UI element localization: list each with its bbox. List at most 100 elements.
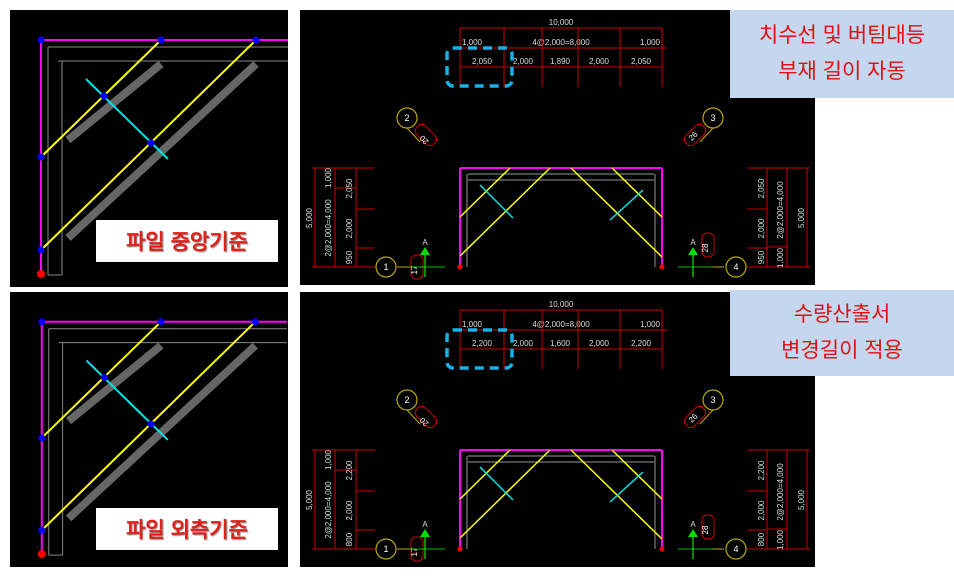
dimension-text: 1,000 xyxy=(776,529,785,550)
note-auto-length: 치수선 및 버팀대등 부재 길이 자동 xyxy=(730,10,954,98)
cad-frame-top: 10,000 1,000 4@2,000=8,000 1,000 2,050 2,000 1… xyxy=(300,10,815,285)
member-tag xyxy=(701,232,715,258)
node-circle xyxy=(725,538,747,560)
node-circle xyxy=(725,256,747,278)
dimension-text: 800 xyxy=(757,532,766,546)
dimension-text: 2@2,000=4,000 xyxy=(776,181,785,239)
node-circle xyxy=(375,256,397,278)
node-point xyxy=(100,92,108,100)
dimension-text: 2@2,000=4,000 xyxy=(324,199,333,257)
dimension-text: 2,000 xyxy=(345,500,354,521)
dimension-text: A xyxy=(422,520,428,529)
base-point xyxy=(457,546,463,552)
dimension-text: 10,000 xyxy=(549,18,574,27)
note-line: 부재 길이 자동 xyxy=(778,60,906,83)
dimension-text: 17 xyxy=(410,265,419,274)
node-point xyxy=(37,36,45,44)
bracing-line xyxy=(479,184,514,219)
dimension-text: 10,000 xyxy=(549,300,574,309)
dimension-text: 1,000 xyxy=(640,320,661,329)
strut-line xyxy=(459,167,511,218)
bracing-line xyxy=(85,359,169,441)
node-circle xyxy=(702,389,724,411)
member-tag xyxy=(683,123,707,147)
dimension-text: 2,200 xyxy=(631,339,652,348)
dimension-text: 5,000 xyxy=(305,489,314,510)
node-circle xyxy=(396,389,418,411)
member-tag xyxy=(414,123,438,147)
dimension-text: 4@2,000=8,000 xyxy=(532,38,590,47)
base-point xyxy=(457,264,463,270)
corner-detail-drawing xyxy=(37,318,287,559)
dimension-text: 17 xyxy=(410,547,419,556)
dimension-text: A xyxy=(690,520,696,529)
dimension-text: 1 xyxy=(383,544,388,554)
strut-body xyxy=(65,342,258,522)
bracing-line xyxy=(609,471,644,503)
leader-line xyxy=(406,409,421,425)
section-arrow-icon xyxy=(420,247,430,255)
note-quantity-sheet: 수량산출서 변경길이 적용 xyxy=(730,290,954,376)
node-circle xyxy=(375,538,397,560)
dimension-text: 2,000 xyxy=(345,218,354,239)
frame-drawing: 10,000 1,000 4@2,000=8,000 1,000 2,050 2,000 1… xyxy=(305,18,810,280)
dimension-text: 1,000 xyxy=(324,449,333,470)
dimension-text: 1,890 xyxy=(550,57,571,66)
dimension-text: 2,000 xyxy=(513,339,534,348)
label-pile-center: 파일 중앙기준 xyxy=(96,220,278,262)
bracing-line xyxy=(609,189,644,221)
section-arrow-icon xyxy=(688,247,698,255)
strut-line xyxy=(459,449,551,539)
leader-line xyxy=(699,409,714,425)
node-point xyxy=(100,373,108,381)
strut-line xyxy=(459,449,511,500)
strut-line xyxy=(41,321,162,439)
node-point xyxy=(38,318,46,326)
node-circle xyxy=(396,107,418,129)
base-point xyxy=(37,550,46,559)
strut-line xyxy=(570,167,663,258)
node-point xyxy=(157,36,165,44)
section-arrow-icon xyxy=(420,529,430,537)
dimension-text: A xyxy=(690,238,696,247)
frame-drawing: 10,000 1,000 4@2,000=8,000 1,000 2,200 2,000 1… xyxy=(305,300,810,562)
leader-line xyxy=(406,127,421,143)
node-point xyxy=(38,434,46,442)
note-line: 수량산출서 xyxy=(793,303,891,326)
bracing-line xyxy=(85,78,169,160)
strut-line xyxy=(459,167,551,257)
base-point xyxy=(37,270,45,278)
dimension-text: 2,200 xyxy=(757,460,766,481)
strut-line xyxy=(570,449,663,540)
note-line: 변경길이 적용 xyxy=(781,339,903,362)
member-tag xyxy=(414,405,438,429)
label-pile-outer: 파일 외측기준 xyxy=(96,508,278,550)
dimension-text: 1,600 xyxy=(550,339,571,348)
dimension-text: 2,200 xyxy=(345,460,354,481)
dimension-text: 2,000 xyxy=(589,57,610,66)
highlight-box xyxy=(445,328,514,370)
dimension-text: 2,000 xyxy=(757,218,766,239)
node-point xyxy=(38,526,46,534)
dimension-text: 1,000 xyxy=(776,247,785,268)
node-point xyxy=(37,246,45,254)
dimension-text: 5,000 xyxy=(797,489,806,510)
dimension-text: 1 xyxy=(383,262,388,272)
node-point xyxy=(147,139,155,147)
strut-line xyxy=(611,449,663,500)
dimension-text: 4@2,000=8,000 xyxy=(532,320,590,329)
dimension-text: 28 xyxy=(701,243,710,252)
dimension-text: 3 xyxy=(710,113,715,123)
dimension-text: 5,000 xyxy=(797,207,806,228)
dimension-text: 2,050 xyxy=(631,57,652,66)
dimension-text: 2,000 xyxy=(757,500,766,521)
base-point xyxy=(659,546,665,552)
node-point xyxy=(37,153,45,161)
dimension-text: 2@2,000=4,000 xyxy=(776,463,785,521)
strut-body xyxy=(66,342,164,425)
dimension-text: 1,000 xyxy=(640,38,661,47)
node-point xyxy=(147,420,155,428)
node-circle xyxy=(702,107,724,129)
dimension-text: A xyxy=(422,238,428,247)
node-point xyxy=(251,318,259,326)
